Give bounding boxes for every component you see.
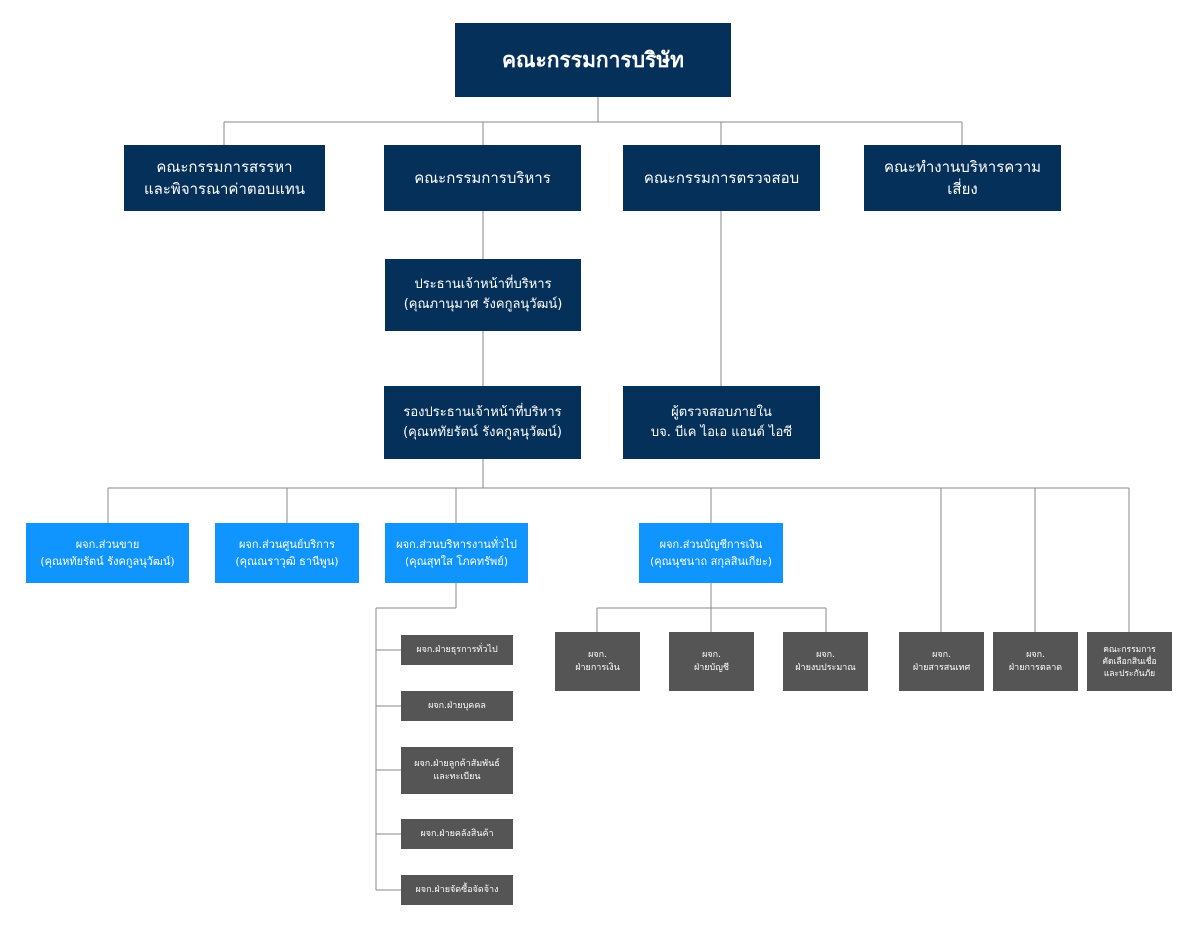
person-name: (คุณหทัยรัตน์ รังคกูลนุวัฒน์): [403, 424, 562, 440]
board-of-directors-box: คณะกรรมการบริษัท: [455, 23, 731, 97]
information-technology-department-box: ผจก. ฝ่ายสารสนเทศ: [899, 632, 984, 691]
human-resources-department-box: ผจก.ฝ่ายบุคคล: [401, 691, 513, 721]
nomination-remuneration-committee-box: คณะกรรมการสรรหา และพิจารณาค่าตอบแทน: [124, 145, 325, 211]
person-name: (คุณสุทใส โภคทรัพย์): [404, 555, 509, 568]
position-title: ผจก.ส่วนบัญชีการเงิน: [659, 538, 763, 551]
department-label: ผจก.ฝ่ายลูกค้าสัมพันธ์: [414, 758, 500, 769]
board-title: คณะกรรมการบริษัท: [501, 47, 684, 72]
position-title: ประธานเจ้าหน้าที่บริหาร: [414, 277, 552, 292]
committee-label: คณะกรรมการสรรหา: [156, 158, 293, 176]
person-name: (คุณภานุมาศ รังคกูลนุวัฒน์): [403, 297, 563, 312]
department-label: และประกันภัย: [1103, 668, 1156, 679]
deputy-ceo-box: รองประธานเจ้าหน้าที่บริหาร (คุณหทัยรัตน์…: [384, 386, 581, 459]
committee-label: คณะกรรมการตรวจสอบ: [643, 169, 800, 187]
warehouse-department-box: ผจก.ฝ่ายคลังสินค้า: [401, 819, 513, 849]
position-title: ผจก.ส่วนขาย: [75, 538, 140, 551]
ceo-box: ประธานเจ้าหน้าที่บริหาร (คุณภานุมาศ รังค…: [385, 259, 581, 331]
department-label: ผจก.ฝ่ายธุรการทั่วไป: [416, 644, 498, 655]
position-title: ผจก.ส่วนบริหารงานทั่วไป: [396, 538, 517, 551]
department-label: ผจก.ฝ่ายบุคคล: [428, 700, 486, 711]
committee-label: คณะกรรมการบริหาร: [414, 169, 551, 187]
sales-division-box: ผจก.ส่วนขาย (คุณหทัยรัตน์ รังคกูลนุวัฒน์…: [26, 523, 189, 583]
general-affairs-department-box: ผจก.ฝ่ายธุรการทั่วไป: [401, 635, 513, 665]
department-label: ผจก.: [932, 649, 951, 660]
department-label: ผจก.ฝ่ายจัดซื้อจัดจ้าง: [415, 884, 499, 895]
credit-insurance-committee-box: คณะกรรมการ คัดเลือกสินเชื่อ และประกันภัย: [1087, 632, 1172, 691]
department-label: ผจก.: [816, 649, 835, 660]
position-title: ผู้ตรวจสอบภายใน: [671, 404, 772, 420]
department-label: ผจก.: [588, 649, 607, 660]
department-label: ฝ่ายการตลาด: [1008, 662, 1063, 673]
department-label: ฝ่ายงบประมาณ: [795, 662, 856, 673]
person-name: (คุณนุชนาถ สกุลสินเกียะ): [649, 555, 773, 568]
audit-committee-box: คณะกรรมการตรวจสอบ: [623, 145, 820, 211]
accounting-department-box: ผจก. ฝ่ายบัญชี: [669, 632, 754, 691]
department-label: ผจก.: [702, 649, 721, 660]
marketing-department-box: ผจก. ฝ่ายการตลาด: [993, 632, 1078, 691]
position-title: ผจก.ส่วนศูนย์บริการ: [238, 538, 336, 551]
executive-committee-box: คณะกรรมการบริหาร: [384, 145, 581, 211]
department-label: ฝ่ายสารสนเทศ: [912, 662, 971, 673]
auditor-name: บจ. บีเค ไอเอ แอนด์ ไอซี: [650, 424, 793, 440]
person-name: (คุณณราวุฒิ ธานีพูน): [235, 555, 339, 568]
department-label: ฝ่ายการเงิน: [575, 662, 620, 673]
department-label: ผจก.: [1026, 649, 1045, 660]
committee-label: และพิจารณาค่าตอบแทน: [144, 180, 305, 198]
risk-management-working-group-box: คณะทำงานบริหารความ เสี่ยง: [864, 145, 1061, 211]
procurement-department-box: ผจก.ฝ่ายจัดซื้อจัดจ้าง: [401, 875, 513, 905]
person-name: (คุณหทัยรัตน์ รังคกูลนุวัฒน์): [40, 555, 175, 568]
committee-label: เสี่ยง: [947, 180, 978, 198]
finance-department-box: ผจก. ฝ่ายการเงิน: [555, 632, 640, 691]
general-administration-division-box: ผจก.ส่วนบริหารงานทั่วไป (คุณสุทใส โภคทรั…: [385, 523, 528, 583]
customer-relations-department-box: ผจก.ฝ่ายลูกค้าสัมพันธ์ และทะเบียน: [401, 747, 513, 794]
department-label: ผจก.ฝ่ายคลังสินค้า: [420, 828, 494, 839]
committee-label: คณะทำงานบริหารความ: [883, 158, 1042, 176]
internal-auditor-box: ผู้ตรวจสอบภายใน บจ. บีเค ไอเอ แอนด์ ไอซี: [623, 386, 820, 459]
position-title: รองประธานเจ้าหน้าที่บริหาร: [403, 404, 562, 420]
service-center-division-box: ผจก.ส่วนศูนย์บริการ (คุณณราวุฒิ ธานีพูน): [215, 523, 359, 583]
department-label: คณะกรรมการ: [1103, 644, 1156, 655]
department-label: คัดเลือกสินเชื่อ: [1102, 656, 1157, 667]
department-label: ฝ่ายบัญชี: [693, 662, 730, 673]
department-label: และทะเบียน: [433, 771, 481, 782]
accounting-finance-division-box: ผจก.ส่วนบัญชีการเงิน (คุณนุชนาถ สกุลสินเ…: [639, 523, 783, 583]
budget-department-box: ผจก. ฝ่ายงบประมาณ: [783, 632, 868, 691]
